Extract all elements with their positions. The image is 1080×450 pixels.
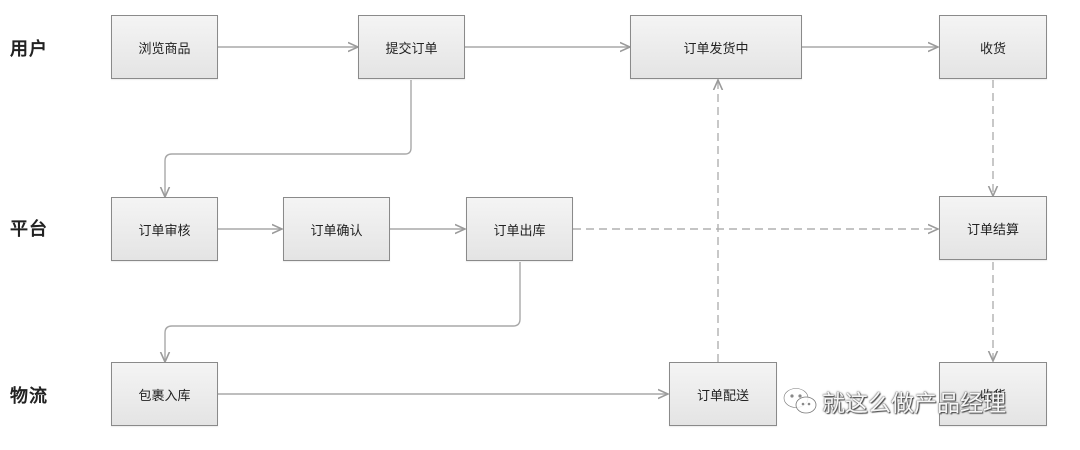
node-order-review: 订单审核: [111, 197, 218, 261]
node-receive-goods: 收货: [939, 15, 1047, 79]
node-package-inbound: 包裹入库: [111, 362, 218, 426]
node-order-confirm: 订单确认: [283, 197, 390, 261]
node-order-settlement: 订单结算: [939, 196, 1047, 260]
edge-submit-to-review: [165, 80, 412, 197]
node-submit-order: 提交订单: [358, 15, 465, 79]
node-order-delivery: 订单配送: [669, 362, 777, 426]
watermark-text: 就这么做产品经理: [822, 391, 1006, 417]
lane-label-platform: 平台: [10, 219, 48, 240]
lane-label-user: 用户: [10, 39, 48, 60]
edge-outbound-to-pack: [165, 262, 521, 362]
wechat-icon: [782, 387, 817, 414]
node-order-outbound: 订单出库: [466, 197, 573, 261]
node-order-shipping: 订单发货中: [630, 15, 802, 79]
watermark: 就这么做产品经理: [782, 384, 1006, 418]
node-sign-receipt: 收货: [939, 362, 1047, 426]
lane-label-logistics: 物流: [10, 386, 48, 407]
node-browse-products: 浏览商品: [111, 15, 218, 79]
